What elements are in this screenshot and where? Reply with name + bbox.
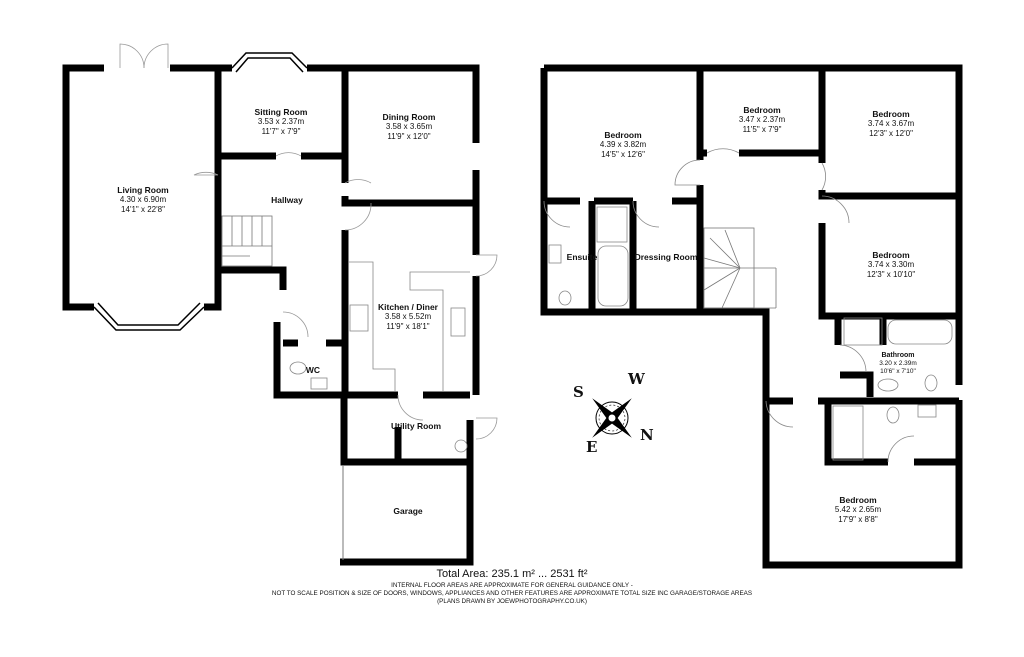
room-imperial: 11'7" x 7'9" bbox=[261, 126, 301, 136]
room-metric: 3.47 x 2.37m bbox=[738, 115, 786, 125]
ground-floor-walls bbox=[62, 64, 480, 566]
compass-w-label: W bbox=[628, 370, 645, 388]
room-name: Bedroom bbox=[872, 109, 910, 119]
room-imperial: 14'1" x 22'8" bbox=[121, 204, 165, 214]
room-bedroom-2: Bedroom 3.47 x 2.37m 11'5" x 7'9" bbox=[739, 105, 785, 134]
room-dining-room: Dining Room 3.58 x 3.65m 11'9" x 12'0" bbox=[383, 112, 436, 141]
room-bedroom-4: Bedroom 3.74 x 3.30m 12'3" x 10'10" bbox=[867, 250, 915, 279]
room-hallway: Hallway bbox=[271, 195, 303, 205]
disclaimer-line-1: INTERNAL FLOOR AREAS ARE APPROXIMATE FOR… bbox=[391, 582, 633, 589]
room-imperial: 10'6" x 7'10" bbox=[880, 368, 916, 376]
room-metric: 3.74 x 3.30m bbox=[867, 260, 915, 270]
room-name: Hallway bbox=[271, 195, 303, 205]
room-name: Living Room bbox=[117, 185, 169, 195]
room-name: Dressing Room bbox=[634, 252, 698, 262]
room-name: Dining Room bbox=[382, 112, 436, 122]
room-imperial: 14'5" x 12'6" bbox=[601, 149, 645, 159]
stairs-ground bbox=[221, 215, 273, 267]
bay-window bbox=[93, 52, 308, 331]
room-name: Bedroom bbox=[839, 495, 877, 505]
room-utility-room: Utility Room bbox=[391, 421, 441, 431]
room-name: Sitting Room bbox=[254, 107, 308, 117]
room-imperial: 11'9" x 12'0" bbox=[387, 131, 431, 141]
room-imperial: 11'5" x 7'9" bbox=[742, 124, 782, 134]
total-area: Total Area: 235.1 m² ... 2531 ft² bbox=[436, 568, 588, 580]
room-bedroom-5: Bedroom 5.42 x 2.65m 17'9" x 8'8" bbox=[835, 495, 881, 524]
room-metric: 3.58 x 5.52m bbox=[384, 312, 432, 322]
compass-s-label: S bbox=[573, 383, 584, 401]
compass-n-label: N bbox=[640, 426, 654, 444]
room-imperial: 12'3" x 12'0" bbox=[869, 128, 913, 138]
room-bedroom-1: Bedroom 4.39 x 3.82m 14'5" x 12'6" bbox=[600, 130, 646, 159]
room-ensuite: Ensuite bbox=[567, 252, 598, 262]
room-name: Utility Room bbox=[390, 421, 442, 431]
room-metric: 5.42 x 2.65m bbox=[834, 505, 882, 515]
room-metric: 3.53 x 2.37m bbox=[257, 117, 305, 127]
room-sitting-room: Sitting Room 3.53 x 2.37m 11'7" x 7'9" bbox=[255, 107, 308, 136]
room-metric: 4.39 x 3.82m bbox=[599, 140, 647, 150]
room-name: Bedroom bbox=[872, 250, 910, 260]
credit-line: (PLANS DRAWN BY JOEWPHOTOGRAPHY.CO.UK) bbox=[437, 597, 587, 605]
compass-e-label: E bbox=[586, 438, 598, 456]
room-wc: WC bbox=[306, 365, 320, 375]
room-bathroom: Bathroom 3.20 x 2.39m 10'6" x 7'10" bbox=[879, 352, 917, 376]
first-floor-walls bbox=[540, 64, 963, 569]
compass-rose bbox=[592, 398, 632, 438]
room-name: Garage bbox=[393, 506, 423, 516]
room-name: Ensuite bbox=[566, 252, 598, 262]
plan-footer: Total Area: 235.1 m² ... 2531 ft² INTERN… bbox=[0, 568, 1024, 606]
room-name: Bedroom bbox=[604, 130, 642, 140]
room-metric: 3.74 x 3.67m bbox=[867, 119, 915, 129]
room-living-room: Living Room 4.30 x 6.90m 14'1" x 22'8" bbox=[117, 185, 168, 214]
room-imperial: 12'3" x 10'10" bbox=[866, 269, 916, 279]
room-imperial: 17'9" x 8'8" bbox=[838, 514, 878, 524]
room-dressing-room: Dressing Room bbox=[635, 252, 698, 262]
disclaimer-line-2: NOT TO SCALE POSITION & SIZE OF DOORS, W… bbox=[271, 589, 753, 597]
room-name: Bathroom bbox=[881, 352, 915, 359]
room-metric: 3.20 x 2.39m bbox=[879, 360, 917, 368]
room-name: Bedroom bbox=[743, 105, 781, 115]
room-garage: Garage bbox=[393, 506, 422, 516]
room-bedroom-3: Bedroom 3.74 x 3.67m 12'3" x 12'0" bbox=[868, 109, 914, 138]
room-name: WC bbox=[305, 365, 321, 375]
room-metric: 3.58 x 3.65m bbox=[385, 122, 433, 132]
room-metric: 4.30 x 6.90m bbox=[119, 195, 167, 205]
room-imperial: 11'9" x 18'1" bbox=[386, 321, 430, 331]
room-name: Kitchen / Diner bbox=[378, 302, 438, 312]
room-kitchen-diner: Kitchen / Diner 3.58 x 5.52m 11'9" x 18'… bbox=[378, 302, 438, 331]
